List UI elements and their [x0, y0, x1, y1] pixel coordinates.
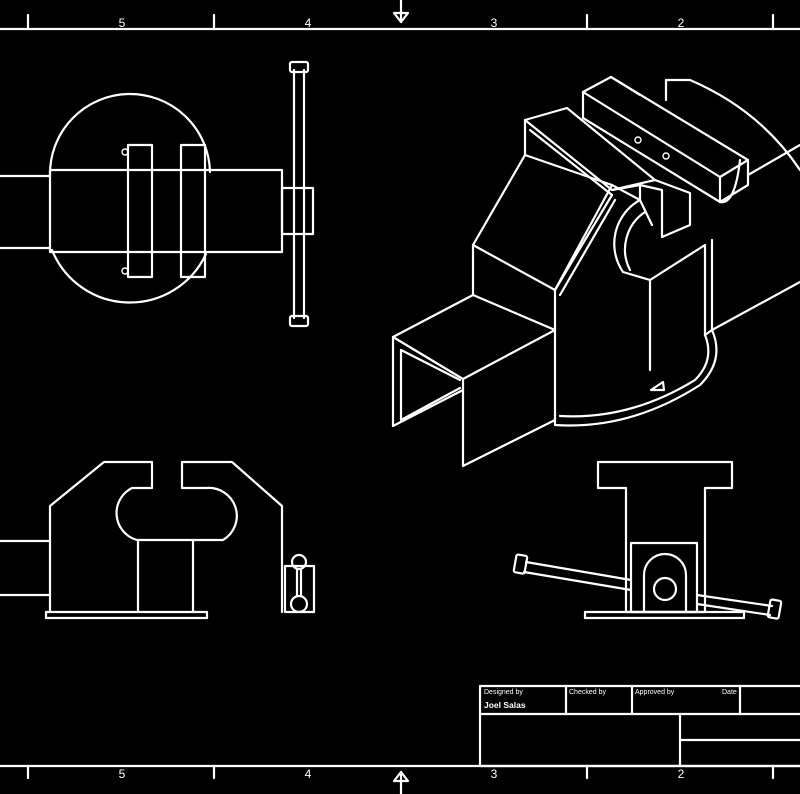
- isometric-view: [391, 75, 800, 468]
- designed-by-label: Designed by: [484, 689, 523, 696]
- front-view: [0, 460, 316, 620]
- top-view: [0, 60, 315, 328]
- zone-label-top-4: 4: [305, 16, 312, 30]
- designed-by-value: Joel Salas: [484, 700, 526, 710]
- approved-by-label: Approved by: [635, 689, 675, 696]
- bottom-zone-ticks: [26, 764, 775, 794]
- zone-label-bottom-5: 5: [119, 767, 126, 781]
- title-block: Designed by Joel Salas Checked by Approv…: [478, 684, 800, 768]
- zone-label-bottom-3: 3: [491, 767, 498, 781]
- zone-label-bottom-4: 4: [305, 767, 312, 781]
- checked-by-label: Checked by: [569, 689, 606, 696]
- side-view: [512, 460, 783, 620]
- zone-label-top-5: 5: [119, 16, 126, 30]
- date-label: Date: [722, 689, 737, 696]
- zone-label-bottom-2: 2: [678, 767, 685, 781]
- zone-label-top-3: 3: [491, 16, 498, 30]
- zone-label-top-2: 2: [678, 16, 685, 30]
- top-zone-ticks: [26, 0, 775, 31]
